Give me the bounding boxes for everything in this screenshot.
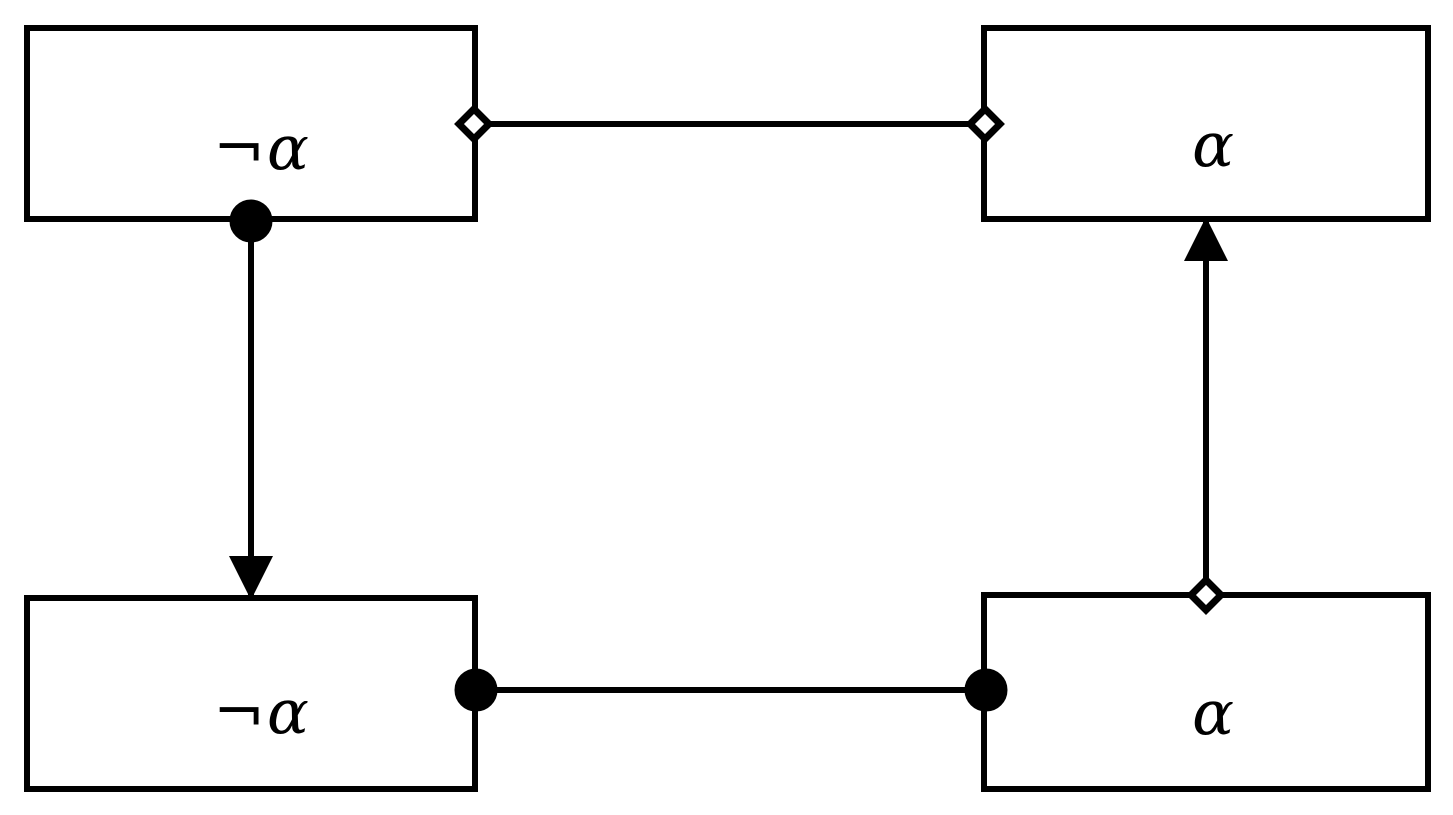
- node-label-top-left: ¬α: [213, 111, 311, 184]
- connections-layer: [248, 121, 1209, 693]
- arrow-up-icon-top-right[interactable]: [1184, 217, 1228, 261]
- filled-circle-icon-top-left[interactable]: [229, 199, 273, 243]
- endpoints-layer: [229, 104, 1228, 712]
- node-box-top-left[interactable]: [24, 25, 478, 222]
- node-label-top-right: α: [1192, 108, 1236, 181]
- hollow-diamond-icon-top-left[interactable]: [454, 104, 494, 144]
- filled-circle-icon-bottom-left[interactable]: [454, 668, 498, 712]
- hollow-diamond-icon-bottom-right[interactable]: [1186, 575, 1226, 615]
- node-label-bottom-left: ¬α: [213, 675, 311, 748]
- arrow-down-icon-bottom-left[interactable]: [229, 556, 273, 600]
- hollow-diamond-icon-top-right[interactable]: [965, 104, 1005, 144]
- filled-circle-icon-bottom-right[interactable]: [964, 668, 1008, 712]
- node-label-bottom-right: α: [1192, 676, 1236, 749]
